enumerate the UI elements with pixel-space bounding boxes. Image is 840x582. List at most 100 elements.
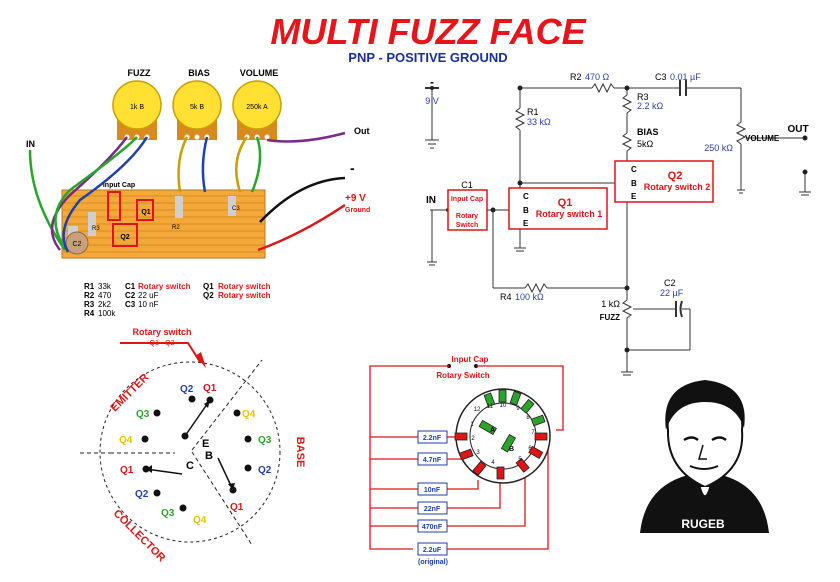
board-out-label: Out (354, 126, 370, 136)
board-minus-label: - (350, 160, 355, 176)
pot-bias-label: BIAS (188, 68, 210, 78)
q2-pin-e: E (631, 192, 637, 201)
bom-r2-value: 470 (98, 291, 112, 300)
wire-out (266, 131, 346, 143)
r4-label: R4 (500, 292, 512, 302)
bom-r3-ref: R3 (84, 300, 95, 309)
switch-q4-bottom: Q4 (193, 515, 207, 526)
battery-label: 9 V (425, 96, 439, 106)
board-ground-label: Ground (345, 207, 370, 214)
wire-fuzz-1 (50, 136, 129, 251)
schematic-labels: - 9 V R2 470 Ω C3 0.01 µF R1 33 kΩ R3 2.… (425, 72, 808, 322)
cap-switch-title2: Rotary Switch (436, 371, 489, 380)
r3-value: 2.2 kΩ (637, 101, 664, 111)
page-subtitle: PNP - POSITIVE GROUND (348, 50, 507, 65)
pos-label-2: 2 (471, 436, 475, 442)
volume-label: VOLUME (745, 134, 780, 143)
bom-q1-value: Rotary switch (218, 282, 271, 291)
q2-label: Q2 (668, 170, 683, 182)
cap-switch-wires (369, 365, 564, 550)
wire-bias-2 (201, 136, 209, 193)
wire-vol-2 (250, 136, 262, 193)
wire-plus9 (257, 203, 346, 252)
fuzz-value: 1 kΩ (601, 299, 620, 309)
bom-c1-ref: C1 (125, 282, 136, 291)
cap-value-original: (original) (418, 559, 448, 566)
pot-bias: 5k B BIAS (172, 68, 222, 140)
pot-bias-value: 5k B (190, 104, 204, 111)
r3-board-label: R3 (92, 226, 100, 232)
switch-q4-right: Q4 (242, 409, 256, 420)
cap-value-boxes: 2.2nF 4.7nF 10nF 22nF 470nF 2.2uF (origi… (417, 430, 448, 566)
q2-pin-c: C (631, 165, 637, 174)
c3-label: C3 (655, 72, 667, 82)
c1-line3: Switch (456, 222, 479, 229)
input-cap-board-label: Input Cap (103, 182, 135, 189)
switch-q3-bottom: Q3 (161, 508, 175, 519)
r4-value: 100 kΩ (515, 292, 544, 302)
bom-q1-ref: Q1 (203, 282, 214, 291)
bom-r4-ref: R4 (84, 309, 95, 318)
q1-pin-c: C (523, 192, 529, 201)
pos-label-11: 11 (487, 404, 494, 410)
switch-c: C (186, 460, 194, 472)
pos-label-10: 10 (500, 403, 507, 409)
r1-value: 33 kΩ (527, 117, 551, 127)
pos-label-9: 9 (516, 406, 520, 412)
wire-vol-1 (235, 136, 249, 193)
bill-of-materials: R1 33k R2 470 R3 2k2 R4 100k C1 Rotary s… (84, 282, 271, 318)
q1-pad (136, 199, 154, 221)
page-title: MULTI FUZZ FACE (270, 11, 586, 52)
pos-label-3: 3 (476, 450, 480, 456)
collector-label: COLLECTOR (111, 508, 168, 565)
transistor-switch-diagram: Rotary switch Q1 - Q2 EMITTER BASE COLLE… (80, 327, 306, 564)
base-label: BASE (294, 437, 306, 468)
bom-r1-value: 33k (98, 282, 112, 291)
c3-value: 0.01 µF (670, 72, 701, 82)
volume-value: 250 kΩ (704, 143, 733, 153)
bom-c2-ref: C2 (125, 291, 136, 300)
c2-label: C2 (664, 278, 676, 288)
switch-e: E (202, 438, 209, 450)
r3-body (88, 212, 96, 236)
pos-label-6: 6 (528, 446, 532, 452)
cap-value-2: 10nF (424, 487, 441, 494)
pot-volume-label: VOLUME (240, 68, 279, 78)
bom-r4-value: 100k (98, 309, 116, 318)
cap-switch-a: A (490, 427, 495, 434)
q2-sub: Rotary switch 2 (644, 182, 711, 192)
cap-value-4: 470nF (422, 524, 443, 531)
board-in-label: IN (26, 139, 35, 149)
logo-name: RUGEB (681, 517, 725, 531)
pos-label-8: 8 (526, 415, 530, 421)
input-cap-pad (107, 191, 121, 221)
schematic (425, 80, 811, 376)
switch-q4-left: Q4 (119, 435, 133, 446)
pot-fuzz-value: 1k B (130, 104, 144, 111)
wire-fuzz-2 (62, 136, 149, 253)
r2-label: R2 (570, 72, 582, 82)
pos-label-12: 12 (474, 407, 481, 413)
switch-q3-right: Q3 (258, 435, 272, 446)
r2-body (175, 196, 183, 218)
switch-q2-top: Q2 (180, 384, 194, 395)
bias-label: BIAS (637, 127, 659, 137)
wire-fuzz-3 (54, 136, 138, 246)
q2-pad (112, 223, 138, 247)
c1-line2: Rotary (456, 213, 478, 220)
switch-q1-top: Q1 (203, 383, 217, 394)
cap-switch-b: B (509, 446, 514, 453)
bom-c3-value: 10 nF (138, 300, 159, 309)
c1-box (447, 189, 488, 231)
bom-r1-ref: R1 (84, 282, 95, 291)
bom-c2-value: 22 uF (138, 291, 159, 300)
pos-label-1: 1 (470, 422, 474, 428)
cap-value-1: 4.7nF (423, 457, 442, 464)
q1-pin-e: E (523, 219, 529, 228)
q2-box (614, 160, 714, 203)
r1-label: R1 (527, 107, 539, 117)
r2-board-label: R2 (172, 225, 180, 231)
c2-board-label: C2 (73, 241, 82, 248)
